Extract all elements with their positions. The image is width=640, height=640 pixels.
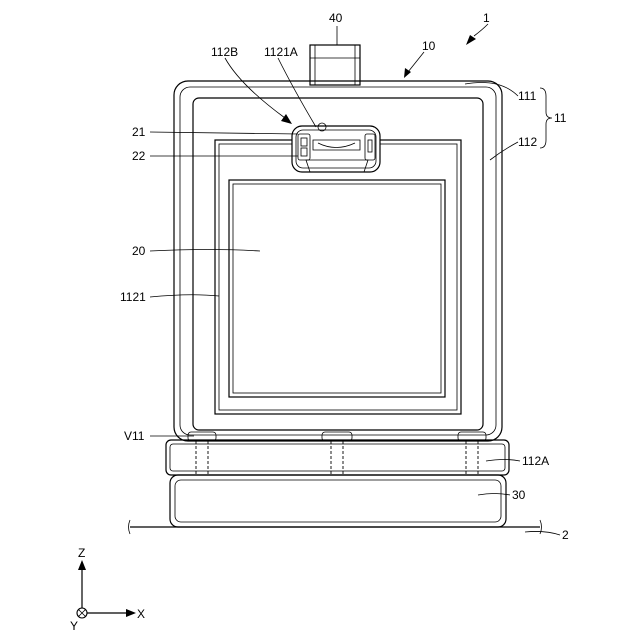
label-device: 1 xyxy=(483,11,490,25)
label-top-frame: 111 xyxy=(518,89,537,103)
label-part-21: 21 xyxy=(132,125,146,139)
label-view: V11 xyxy=(124,429,145,443)
plug xyxy=(310,45,360,85)
axis-x-label: X xyxy=(137,607,145,621)
axis-z-label: Z xyxy=(78,546,85,560)
coordinate-axes: Z X Y xyxy=(70,546,145,633)
z-arrow-icon xyxy=(78,560,86,570)
x-arrow-icon xyxy=(126,609,136,617)
label-notch: 112B xyxy=(211,45,238,59)
label-display: 20 xyxy=(132,244,146,258)
label-base: 2 xyxy=(562,528,569,542)
label-main-frame: 112 xyxy=(518,135,537,149)
window-frame xyxy=(215,140,461,414)
sensor-notch xyxy=(292,123,380,172)
stand xyxy=(170,475,506,527)
label-bracket: 112A xyxy=(522,454,549,468)
label-window: 1121 xyxy=(120,290,146,304)
display-panel xyxy=(229,180,445,397)
label-window-edge: 1121A xyxy=(264,45,298,59)
label-part-22: 22 xyxy=(132,149,146,163)
leader-lines xyxy=(150,24,560,535)
axis-y-label: Y xyxy=(70,619,78,633)
label-stand: 30 xyxy=(512,488,526,502)
bracket xyxy=(166,432,509,475)
label-housing: 11 xyxy=(554,111,567,125)
label-plug: 40 xyxy=(329,11,343,25)
label-unit: 10 xyxy=(422,39,436,53)
